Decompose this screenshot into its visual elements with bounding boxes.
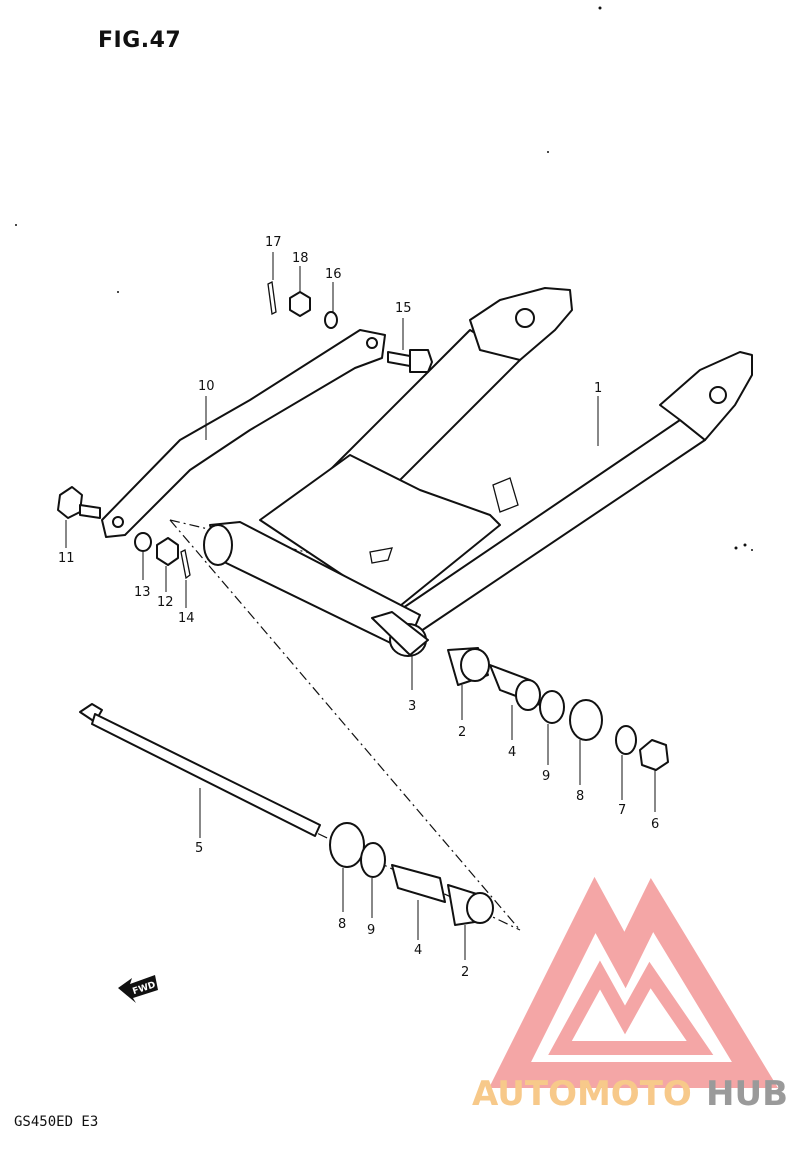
part-2-bearing-right-face bbox=[460, 648, 490, 682]
callout-7: 7 bbox=[618, 803, 626, 818]
part-14-cotter-pin bbox=[180, 549, 191, 580]
part-3-sleeve bbox=[371, 611, 429, 656]
watermark-inner-g bbox=[548, 960, 714, 1055]
speck bbox=[751, 549, 753, 551]
callout-2-left: 2 bbox=[461, 965, 469, 980]
speck bbox=[547, 151, 549, 153]
callout-17: 17 bbox=[265, 235, 282, 250]
part-9-washer-left bbox=[360, 842, 386, 878]
callout-11: 11 bbox=[58, 551, 75, 566]
swingarm-brake-stay-tab bbox=[492, 477, 519, 513]
speck bbox=[15, 224, 17, 226]
torque-link-hole-top bbox=[366, 337, 378, 349]
part-6-nut bbox=[639, 739, 669, 771]
callout-14: 14 bbox=[178, 611, 195, 626]
part-13-washer bbox=[134, 532, 152, 552]
pivot-shaft-body bbox=[91, 713, 321, 837]
figure-title: FIG.47 bbox=[98, 28, 182, 53]
part-4-spacer-left bbox=[391, 864, 446, 903]
part-16-washer bbox=[324, 311, 338, 329]
part-7-washer bbox=[615, 725, 637, 755]
assembly-line-axle bbox=[169, 519, 521, 931]
part-8-seal-right bbox=[569, 699, 603, 741]
part-3-sleeve-body bbox=[371, 611, 429, 656]
leader-lines bbox=[65, 252, 656, 960]
part-15-bolt-shank bbox=[387, 351, 411, 367]
part-5-pivot-shaft bbox=[79, 703, 321, 837]
swingarm-chain-guide-tab bbox=[369, 547, 393, 564]
speck bbox=[743, 543, 747, 547]
left-side-stack bbox=[329, 822, 494, 926]
callout-16: 16 bbox=[325, 267, 342, 282]
swingarm-left-axle-hole bbox=[515, 308, 535, 328]
scan-specks bbox=[15, 6, 753, 551]
part-9-washer-right bbox=[539, 690, 565, 724]
callout-6: 6 bbox=[651, 817, 659, 832]
callout-13: 13 bbox=[134, 585, 151, 600]
speck bbox=[734, 546, 738, 550]
callout-4-left: 4 bbox=[414, 943, 422, 958]
swingarm-pivot-end-left bbox=[203, 524, 233, 566]
part-4-spacer-right-face bbox=[515, 679, 541, 711]
callout-2-right: 2 bbox=[458, 725, 466, 740]
watermark-triangle bbox=[488, 876, 779, 1088]
part-10-torque-link bbox=[101, 329, 386, 538]
callout-5: 5 bbox=[195, 841, 203, 856]
speck bbox=[598, 6, 602, 10]
callout-8-right: 8 bbox=[576, 789, 584, 804]
callout-9-right: 9 bbox=[542, 769, 550, 784]
torque-link-body bbox=[101, 329, 386, 538]
callout-8-left: 8 bbox=[338, 917, 346, 932]
callout-10: 10 bbox=[198, 379, 215, 394]
part-11-bolt bbox=[57, 486, 101, 519]
parts-12-13-14-fasteners bbox=[134, 532, 191, 580]
speck bbox=[117, 291, 119, 293]
part-8-seal-left bbox=[329, 822, 365, 868]
callout-9-left: 9 bbox=[367, 923, 375, 938]
part-18-nut bbox=[289, 291, 311, 317]
callout-12: 12 bbox=[157, 595, 174, 610]
bolt-11-shank bbox=[79, 504, 101, 519]
swingarm-right-axle-bracket bbox=[659, 351, 753, 441]
part-15-bolt-head bbox=[409, 349, 433, 373]
part-12-nut bbox=[156, 537, 179, 566]
callout-18: 18 bbox=[292, 251, 309, 266]
torque-link-hole-bottom bbox=[112, 516, 124, 528]
callout-1: 1 bbox=[594, 381, 602, 396]
fwd-arrow-shape bbox=[118, 975, 158, 1003]
model-code: GS450ED E3 bbox=[14, 1114, 99, 1130]
right-side-stack bbox=[447, 647, 669, 771]
part-2-bearing-left-face bbox=[466, 892, 494, 924]
bolt-11-head bbox=[57, 486, 83, 519]
callout-numbers: 17 18 16 15 10 1 11 13 12 14 3 2 4 9 8 7… bbox=[58, 235, 659, 980]
part-1-swingarm bbox=[203, 287, 753, 657]
callout-4-right: 4 bbox=[508, 745, 516, 760]
watermark-word-1: AUTOMOTO bbox=[472, 1074, 692, 1114]
part-17-cotter-pin bbox=[267, 281, 277, 315]
callout-15: 15 bbox=[395, 301, 412, 316]
watermark-word-2: HUB bbox=[706, 1074, 788, 1114]
fwd-arrow: FWD bbox=[118, 975, 158, 1003]
callout-3: 3 bbox=[408, 699, 416, 714]
watermark-logo: AUTOMOTO HUB bbox=[472, 876, 788, 1114]
swingarm-right-axle-hole bbox=[709, 386, 727, 404]
